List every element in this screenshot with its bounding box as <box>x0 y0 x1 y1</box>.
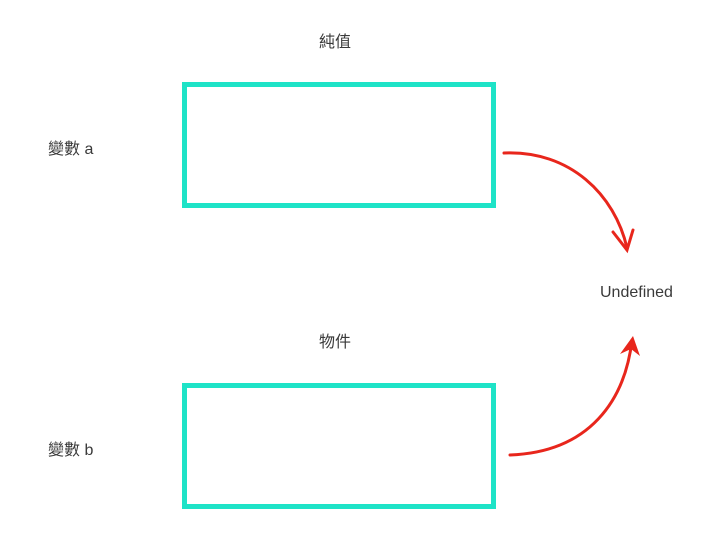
primitive-header: 純值 <box>319 34 352 51</box>
variable-a-box <box>182 82 496 208</box>
arrow-b-to-undefined <box>508 338 634 457</box>
arrow-a-to-undefined <box>502 151 635 254</box>
variable-a-label: 變數 a <box>48 141 94 158</box>
arrow-b-head <box>620 336 640 356</box>
target-label: Undefined <box>600 284 673 301</box>
variable-b-box <box>182 383 496 509</box>
variable-b-label: 變數 b <box>48 442 94 459</box>
object-header: 物件 <box>319 334 352 351</box>
